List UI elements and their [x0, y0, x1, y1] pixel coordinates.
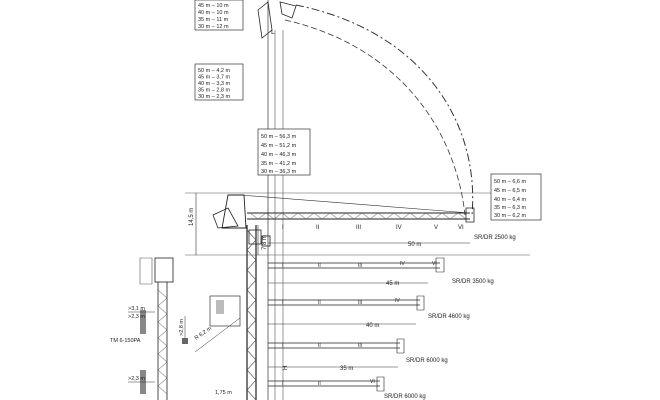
section-label: III [358, 263, 362, 269]
table-row: 35 m – 41,2 m [261, 161, 297, 167]
section-label: II [316, 225, 320, 231]
section-label: VI [432, 261, 437, 267]
table-row: 45 m – 51,2 m [261, 143, 297, 149]
section-label: II [318, 381, 321, 387]
table-row: 40 m – 6,4 m [494, 197, 527, 203]
l-label: L [271, 29, 275, 36]
section-label: I [282, 343, 283, 349]
table-row: 50 m – 6,6 m [494, 179, 527, 185]
alt-jib-35 [268, 338, 405, 354]
table-row: 30 m – 2,3 m [198, 94, 231, 100]
section-label: IV [396, 225, 402, 231]
table-row: 35 m – 11 m [198, 17, 229, 23]
building-section [182, 295, 241, 353]
table-row: 40 m – 3,3 m [198, 81, 231, 87]
center-table-box [257, 128, 311, 176]
jib-length-label: 50 m [408, 242, 421, 248]
table-row: 30 m – 36,3 m [261, 169, 297, 175]
center-table: 50 m – 56,3 m 45 m – 51,2 m 40 m – 46,3 … [261, 134, 297, 175]
section-labels: I II III IV V VI [282, 225, 464, 231]
section-label: II [318, 263, 321, 269]
alt-section-labels: I II III IV VI I II III IV I II III I II… [282, 261, 437, 387]
right-table: 50 m – 6,6 m 45 m – 6,5 m 40 m – 6,4 m 3… [494, 179, 527, 219]
table-row: 40 m – 46,3 m [261, 152, 297, 158]
load-label: SR/DR 2500 kg [474, 235, 516, 241]
section-label: II [318, 300, 321, 306]
section-label: III [358, 300, 362, 306]
top-table-box [194, 0, 244, 31]
table-row: 30 m – 12 m [198, 24, 229, 30]
jib-length-label: 35 m [340, 366, 353, 372]
dim-label: >2,8 m [179, 319, 185, 336]
alt-jib-45 [268, 257, 445, 273]
base-label: 1,75 m [215, 390, 232, 396]
table-row: 50 m – 56,3 m [261, 134, 297, 140]
alt-jib-40 [268, 295, 425, 311]
raised-jib [257, 1, 297, 39]
section-label: III [358, 343, 362, 349]
height-label: 14,5 m [189, 208, 195, 226]
section-label: I [282, 263, 283, 269]
dim-label: >3,1 m [128, 306, 145, 312]
model-label: TM 6-150PA [110, 338, 141, 344]
luffing-arc-outer [295, 4, 474, 216]
jib-length-label: 40 m [366, 323, 379, 329]
section-label: I [282, 300, 283, 306]
right-table-box [490, 173, 542, 221]
section-label: II [318, 343, 321, 349]
section-label: VI [370, 379, 375, 385]
table-row: 35 m – 6,3 m [494, 205, 527, 211]
jib-dims [268, 242, 470, 368]
h-label: H [283, 366, 289, 370]
load-label: SR/DR 6000 kg [406, 358, 448, 364]
load-label: SR/DR 4600 kg [428, 314, 470, 320]
dim-label: >2,3 m [128, 376, 145, 382]
section-label: I [282, 225, 284, 231]
left-table-box [194, 63, 244, 101]
section-label: IV [400, 261, 405, 267]
load-label: SR/DR 6000 kg [384, 394, 426, 400]
section-label: V [434, 225, 438, 231]
luffing-arc-inner [284, 19, 466, 216]
mast [246, 225, 257, 400]
table-row: 50 m – 4,2 m [198, 68, 231, 74]
section-label: IV [395, 298, 400, 304]
load-label: SR/DR 3500 kg [452, 279, 494, 285]
dim-label: >2,3 m [128, 314, 145, 320]
jib-length-label: 45 m [386, 281, 399, 287]
small-height-label: 7,8 m [262, 235, 268, 250]
main-jib [212, 194, 475, 247]
climbing-frame-elevation [128, 257, 174, 400]
alt-jib-30 [268, 376, 385, 392]
radius-label: R 6,2 m [194, 325, 214, 341]
section-label: I [282, 381, 283, 387]
table-row: 45 m – 10 m [198, 3, 229, 9]
table-row: 40 m – 10 m [198, 10, 229, 16]
table-row: 35 m – 2,8 m [198, 88, 231, 94]
top-table: 45 m – 10 m 40 m – 10 m 35 m – 11 m 30 m… [198, 3, 229, 30]
section-label: VI [458, 225, 464, 231]
table-row: 45 m – 3,7 m [198, 75, 231, 81]
table-row: 45 m – 6,5 m [494, 188, 527, 194]
section-label: III [356, 225, 361, 231]
left-table: 50 m – 4,2 m 45 m – 3,7 m 40 m – 3,3 m 3… [198, 68, 231, 100]
table-row: 30 m – 6,2 m [494, 213, 527, 219]
